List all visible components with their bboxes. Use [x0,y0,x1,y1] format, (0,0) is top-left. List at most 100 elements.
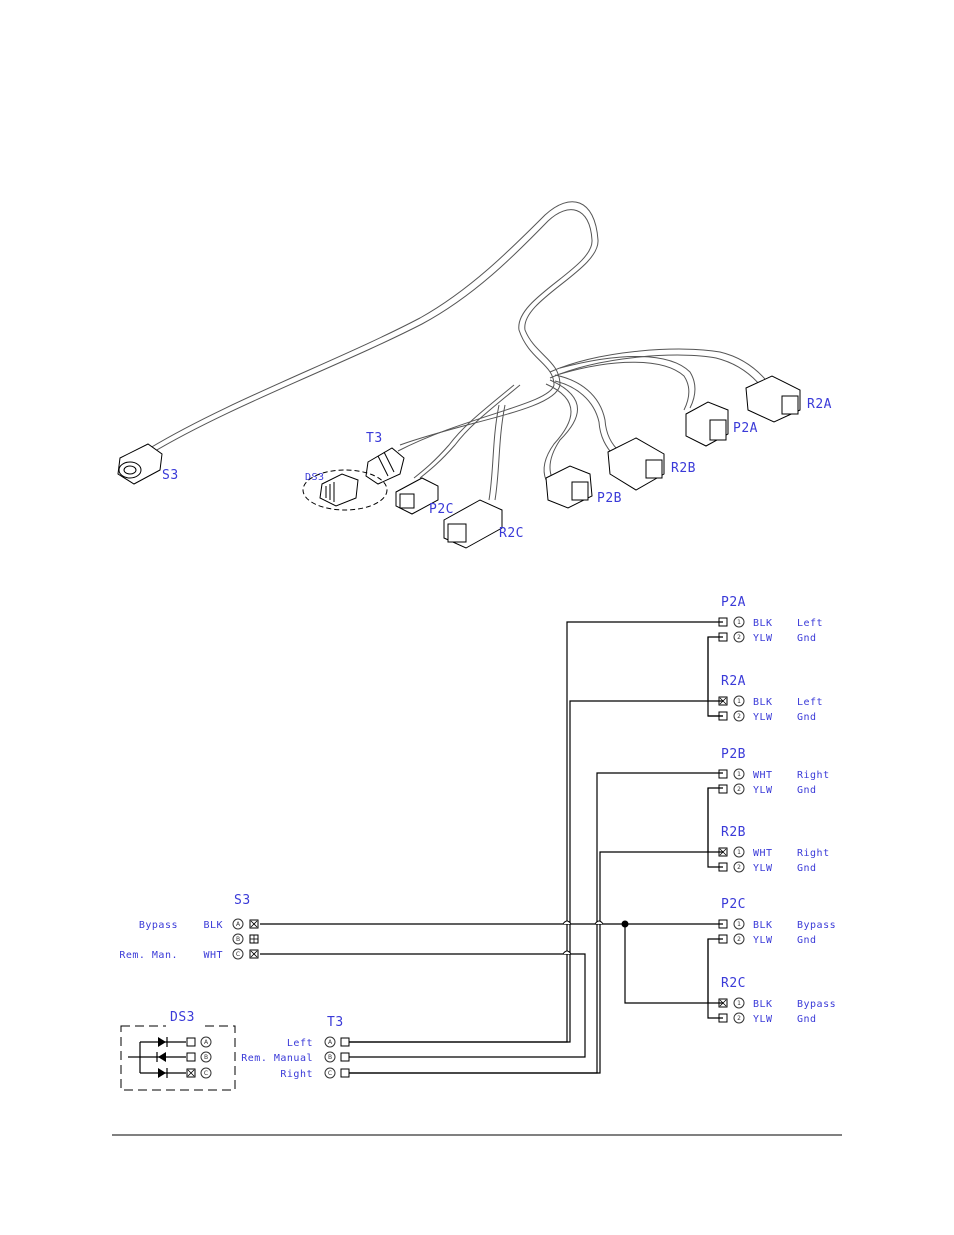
ds3-pin-row: B [187,1052,211,1062]
r2a-connector-part [746,376,800,422]
ds3-pin-row: C [187,1068,211,1078]
harness-label-s3: S3 [162,468,179,483]
harness-illustration: S3 T3 DS3 P2C R2C P2B R2B P2A R2A [118,202,832,548]
pin-function: Gnd [797,863,817,874]
connector-block-p2a: P2A 1 BLK Left 2 YLW Gnd [719,595,823,644]
t3-pin-terminal [341,1053,349,1061]
s3-pin-terminal [250,950,258,958]
svg-text:2: 2 [737,864,741,871]
pin-number-circle: 2 [734,711,744,721]
pin-function: Gnd [797,712,817,723]
t3-pin-function: Right [280,1069,313,1080]
pin-wire-color: YLW [753,935,773,946]
pin-number-circle: 2 [734,862,744,872]
connector-title: R2B [721,825,746,840]
svg-text:1: 1 [737,921,741,928]
s3-pin-function: Bypass [139,920,178,931]
p2b-connector-part [546,466,592,508]
pin-function: Right [797,848,830,859]
pin-wire-color: BLK [753,999,773,1010]
svg-text:1: 1 [737,698,741,705]
pin-number-circle: 2 [734,1013,744,1023]
connector-title: P2C [721,897,746,912]
pin-wire-color: WHT [753,848,773,859]
t3-connector-part [366,448,404,484]
s3-pin-row: Bypass BLK A [139,919,258,931]
pin-terminal [719,770,727,778]
s3-pin-row: Rem. Man.WHTC [119,949,258,961]
pin-wire-color: BLK [753,920,773,931]
harness-label-r2c: R2C [499,526,524,541]
t3-schematic-block: T3 LeftARem. ManualBRightC [241,1015,349,1080]
ds3-lamp-part [320,474,358,506]
svg-text:1: 1 [737,1000,741,1007]
harness-label-p2c: P2C [429,502,454,517]
ds3-pin-terminal [187,1069,195,1077]
s3-pin-color: WHT [203,950,223,961]
pin-function: Left [797,618,823,629]
s3-pin-number-circle: C [233,949,243,959]
pin-wire-color: YLW [753,633,773,644]
ds3-schematic-block: DS3 ABC [121,1010,235,1090]
pin-function: Left [797,697,823,708]
pin-wire-color: YLW [753,712,773,723]
pin-number-circle: 1 [734,696,744,706]
pin-number-circle: 2 [734,784,744,794]
diode-c [140,1068,186,1078]
ds3-pin-number-circle: B [201,1052,211,1062]
pin-function: Bypass [797,999,836,1010]
t3-pin-number-circle: B [325,1052,335,1062]
pin-wire-color: WHT [753,770,773,781]
svg-text:B: B [204,1054,208,1061]
pin-wire-color: YLW [753,785,773,796]
pin-wire-color: BLK [753,618,773,629]
pin-function: Gnd [797,633,817,644]
harness-label-p2a: P2A [733,421,758,436]
ds3-pin-terminal [187,1053,195,1061]
svg-text:2: 2 [737,1015,741,1022]
svg-text:C: C [204,1070,208,1077]
pin-function: Gnd [797,785,817,796]
t3-pin-row: Rem. Manual B [241,1052,349,1064]
pin-number-circle: 1 [734,919,744,929]
connector-title: R2C [721,976,746,991]
svg-text:2: 2 [737,786,741,793]
pin-number-circle: 1 [734,617,744,627]
s3-schematic-block: S3 BypassBLKABRem. Man.WHTC [119,893,258,961]
s3-pin-color: BLK [203,920,223,931]
connector-title: P2A [721,595,746,610]
s3-pin-number-circle: A [233,919,243,929]
s3-pin-number-circle: B [233,934,243,944]
pin-wire-color: BLK [753,697,773,708]
ds3-pin-number-circle: A [201,1037,211,1047]
harness-label-r2b: R2B [671,461,696,476]
ds3-pin-number-circle: C [201,1068,211,1078]
t3-pin-terminal [341,1069,349,1077]
pin-number-circle: 2 [734,632,744,642]
svg-text:2: 2 [737,713,741,720]
pin-number-circle: 1 [734,847,744,857]
diode-a [140,1037,186,1047]
t3-pin-function: Rem. Manual [241,1053,313,1064]
svg-text:2: 2 [737,634,741,641]
s3-pin-terminal [250,935,258,943]
svg-text:C: C [236,951,240,958]
pin-number-circle: 1 [734,769,744,779]
svg-text:1: 1 [737,849,741,856]
harness-label-ds3: DS3 [305,472,325,483]
harness-label-r2a: R2A [807,397,832,412]
p2a-connector-part [686,402,728,446]
r2b-connector-part [608,438,664,490]
pin-function: Gnd [797,935,817,946]
harness-label-t3: T3 [366,431,383,446]
svg-text:B: B [328,1054,332,1061]
pin-function: Right [797,770,830,781]
t3-title: T3 [327,1015,344,1030]
t3-pin-row: LeftA [287,1037,349,1049]
svg-text:1: 1 [737,619,741,626]
